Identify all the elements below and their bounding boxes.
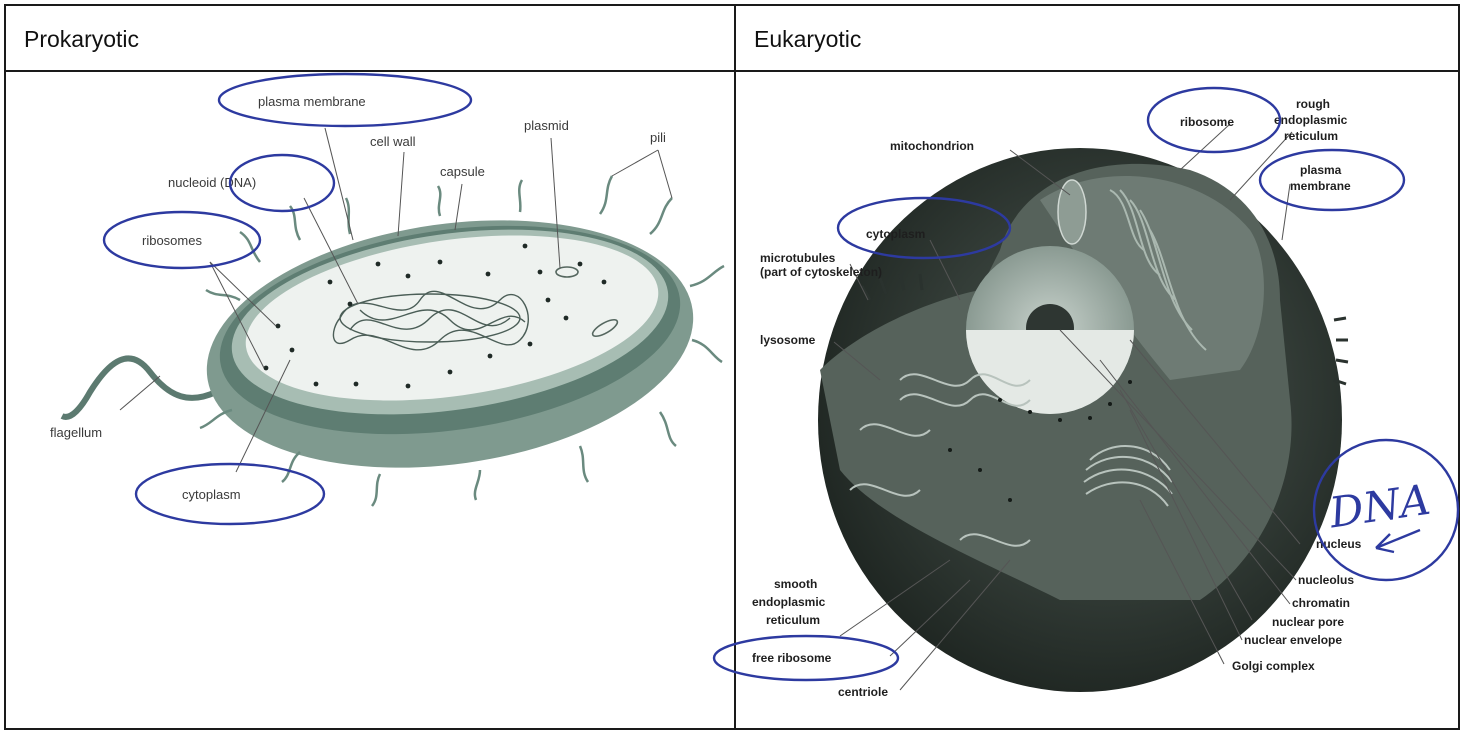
label-ribosome: ribosome xyxy=(1180,115,1234,129)
label-mitochondrion: mitochondrion xyxy=(890,139,974,153)
label-microtubules-2: (part of cytoskeleton) xyxy=(760,265,882,279)
label-nuclear-pore: nuclear pore xyxy=(1272,615,1344,629)
label-plasma-membrane-2: membrane xyxy=(1290,179,1351,193)
label-plasma-membrane-1: plasma xyxy=(1300,163,1342,177)
label-centriole: centriole xyxy=(838,685,888,699)
label-free-ribosome: free ribosome xyxy=(752,651,832,665)
dna-arrow xyxy=(1376,530,1420,552)
label-nucleolus: nucleolus xyxy=(1298,573,1354,587)
label-rough-er-1: rough xyxy=(1296,97,1330,111)
label-lysosome: lysosome xyxy=(760,333,816,347)
label-microtubules-1: microtubules xyxy=(760,251,836,265)
label-smooth-er-1: smooth xyxy=(774,577,817,591)
dna-handwritten-note: DNA xyxy=(1326,475,1434,538)
label-smooth-er-3: reticulum xyxy=(766,613,820,627)
label-nuclear-envelope: nuclear envelope xyxy=(1244,633,1342,647)
label-rough-er-2: endoplasmic xyxy=(1274,113,1348,127)
label-golgi: Golgi complex xyxy=(1232,659,1315,673)
label-cytoplasm-euk: cytoplasm xyxy=(866,227,925,241)
label-rough-er-3: reticulum xyxy=(1284,129,1338,143)
label-chromatin: chromatin xyxy=(1292,596,1350,610)
label-smooth-er-2: endoplasmic xyxy=(752,595,826,609)
